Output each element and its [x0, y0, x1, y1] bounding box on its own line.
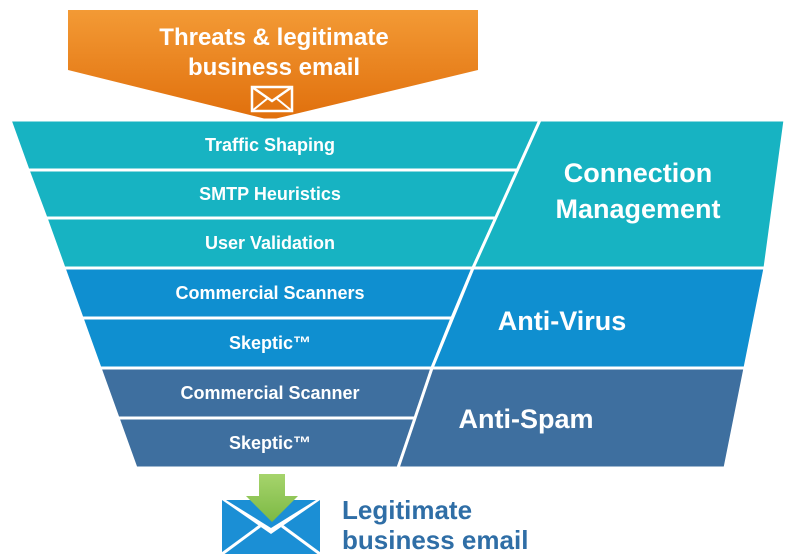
- input-arrow: [68, 10, 478, 120]
- input-label-line2: business email: [188, 54, 360, 81]
- input-label-line1: Threats & legitimate: [159, 24, 388, 51]
- layer-label: User Validation: [205, 233, 335, 253]
- output-label-line1: Legitimate: [342, 495, 472, 525]
- layer-label: Skeptic™: [229, 333, 311, 353]
- down-arrow-icon: [246, 474, 298, 522]
- category-connection-label-line2: Management: [555, 194, 720, 224]
- layer-label: Commercial Scanners: [175, 283, 364, 303]
- layer-label: Skeptic™: [229, 433, 311, 453]
- category-anti-spam-block: [395, 366, 747, 470]
- envelope-outline-icon: [250, 85, 294, 113]
- layer-rows: [7, 118, 543, 470]
- category-connection-label-line1: Connection: [564, 158, 713, 188]
- layer-label: SMTP Heuristics: [199, 184, 341, 204]
- output-label-line2: business email: [342, 525, 528, 555]
- category-anti-spam-label: Anti-Spam: [459, 404, 594, 434]
- category-anti-virus-label: Anti-Virus: [498, 306, 627, 336]
- layer-label: Traffic Shaping: [205, 135, 335, 155]
- layer-label: Commercial Scanner: [180, 383, 359, 403]
